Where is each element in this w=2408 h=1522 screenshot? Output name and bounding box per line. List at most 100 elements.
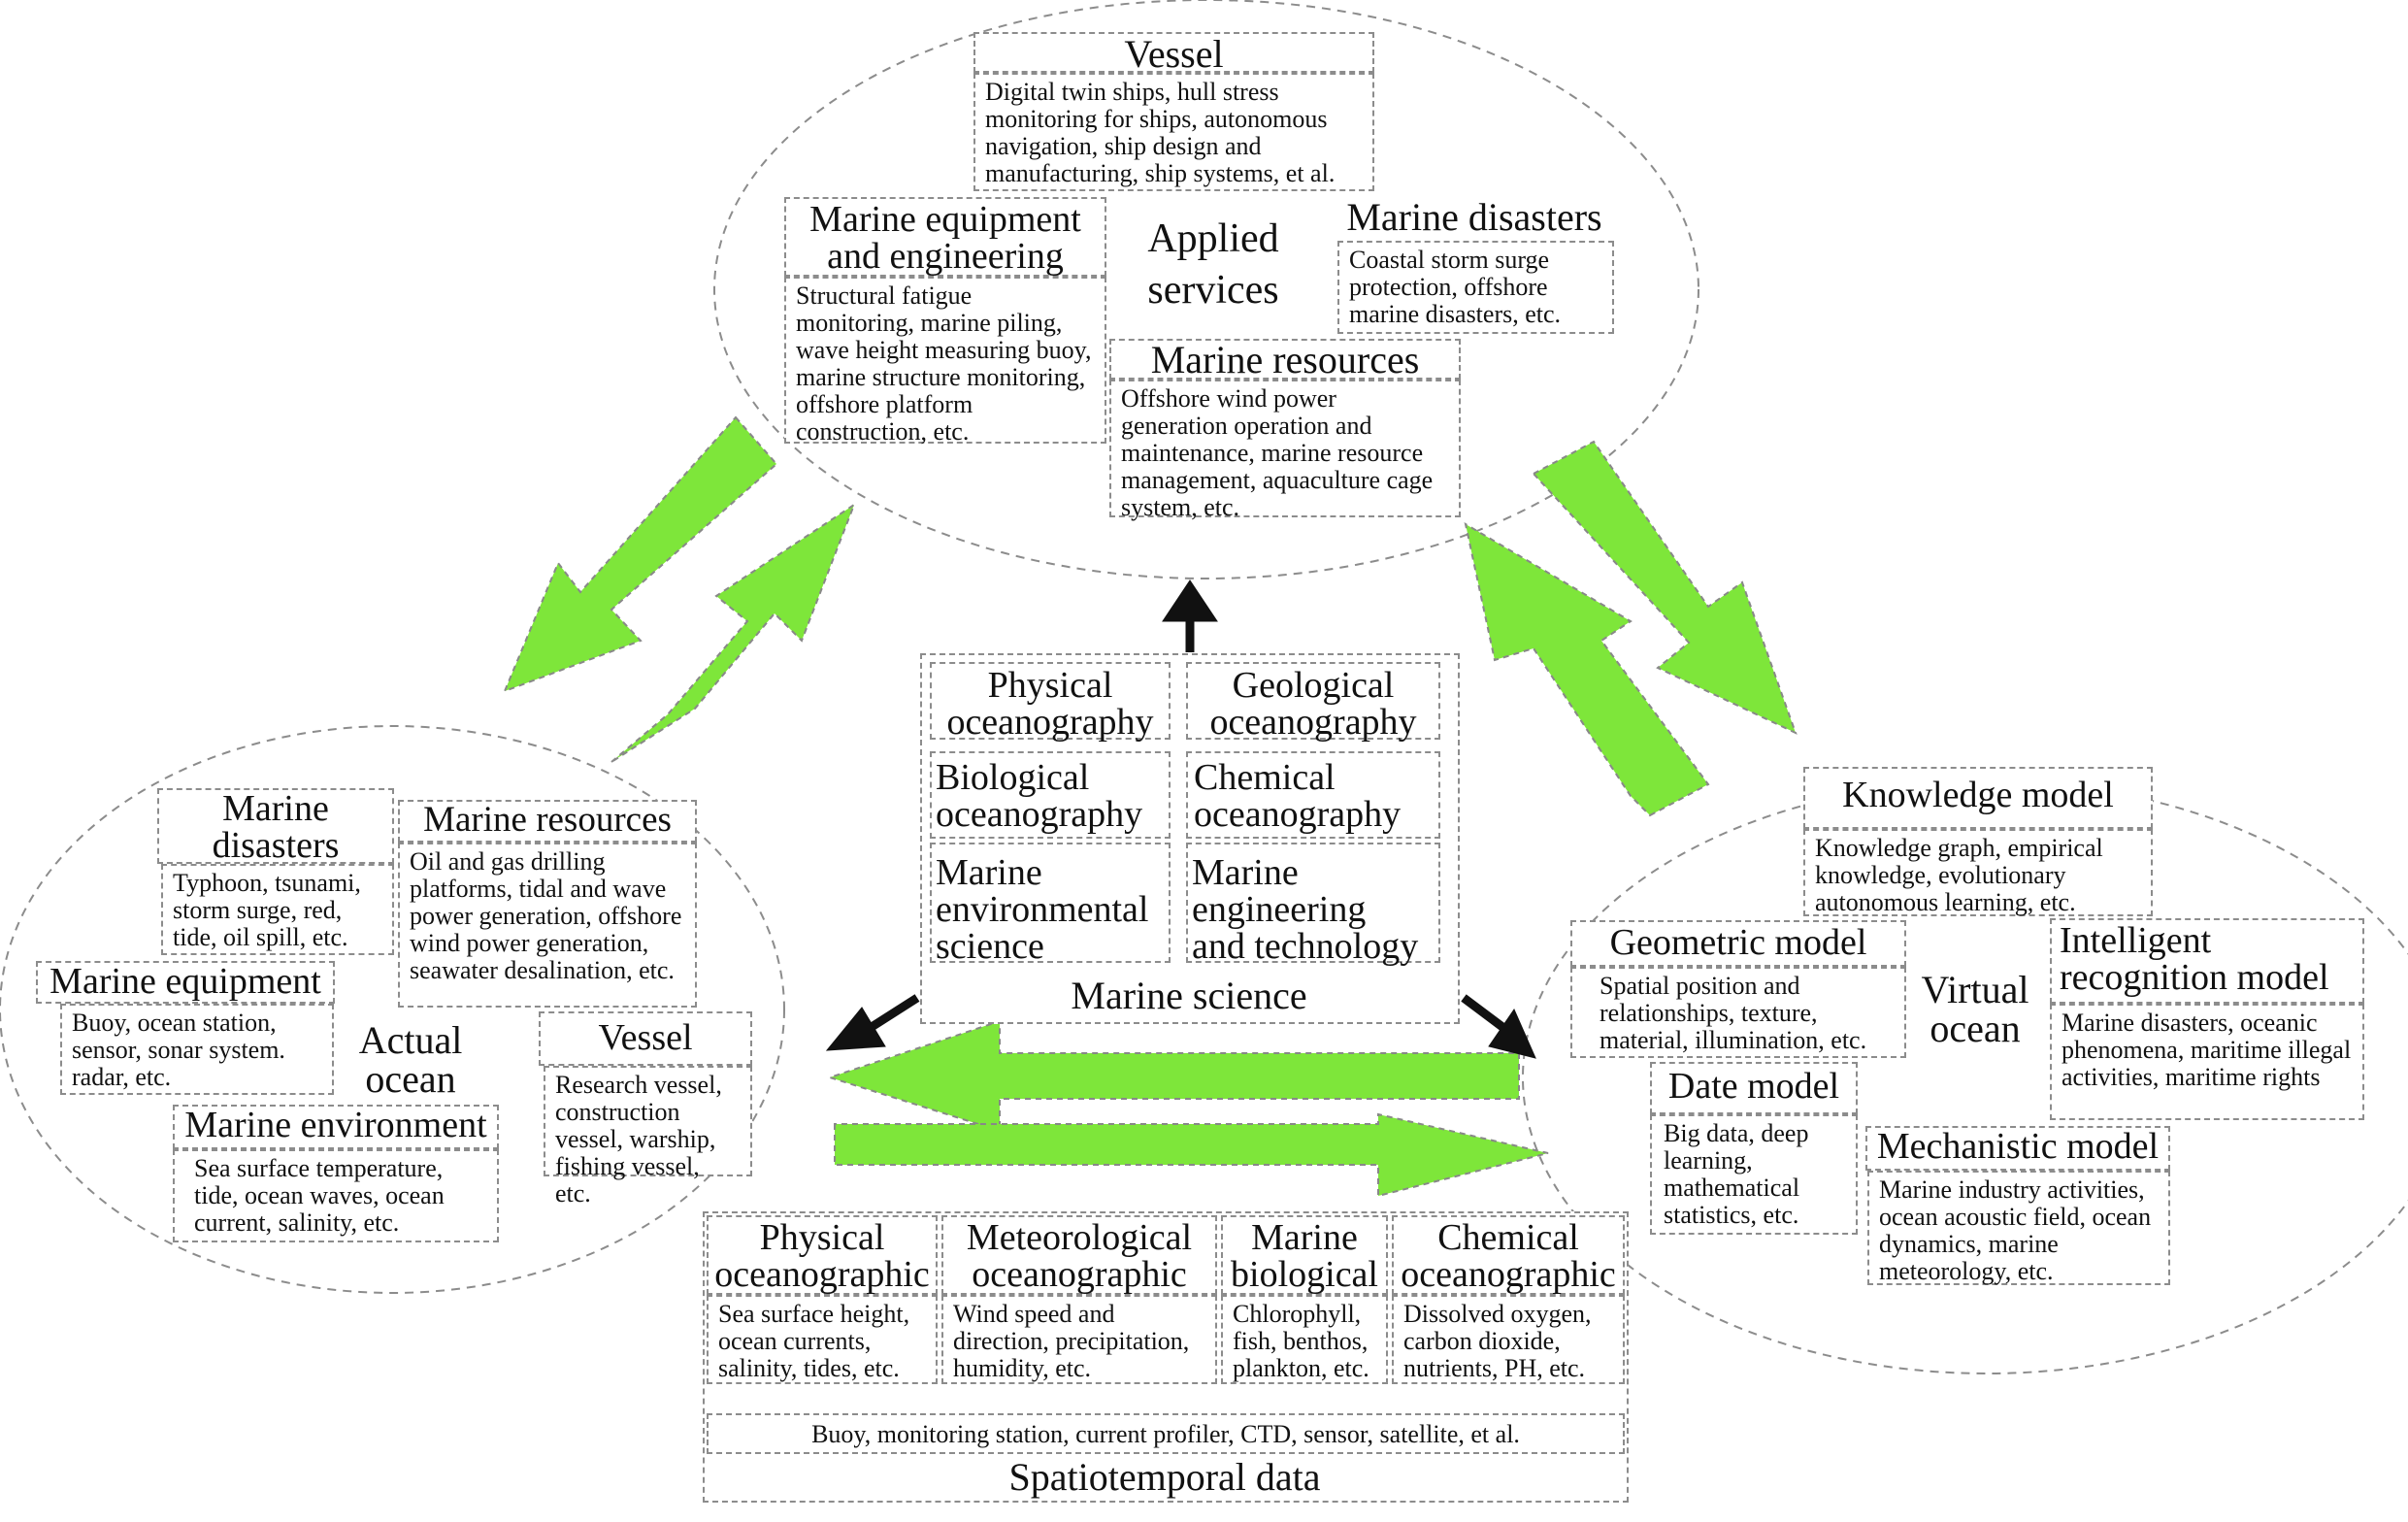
st-biological-title-box: Marine biological [1221,1215,1388,1295]
virtual-knowledge-text-box: Knowledge graph, empirical knowledge, ev… [1803,829,2153,916]
arrow-virtual-to-actual [826,1019,1520,1133]
arrow-applied-to-actual [503,415,778,693]
actual-equipment-title: Marine equipment [49,961,321,1002]
virtual-mechanistic-text-box: Marine industry activities, ocean acoust… [1867,1171,2170,1285]
st-biological-text-box: Chlorophyll, fish, benthos, plankton, et… [1221,1295,1388,1384]
st-chemical-text: Dissolved oxygen, carbon dioxide, nutrie… [1403,1300,1592,1383]
applied-disasters-title: Marine disasters [1346,195,1602,239]
st-physical-text-box: Sea surface height, ocean currents, sali… [707,1295,938,1384]
virtual-knowledge-title: Knowledge model [1842,775,2114,815]
st-meteorological-title-box: Meteorological oceanographic [941,1215,1217,1295]
applied-vessel-title: Vessel [1124,32,1224,76]
actual-disasters-text: Typhoon, tsunami, storm surge, red, tide… [173,869,361,952]
virtual-mechanistic-title: Mechanistic model [1876,1126,2160,1167]
science-physical: Physical oceanography [930,662,1171,743]
virtual-intelligent-title: Intelligent recognition model [2060,920,2329,998]
actual-disasters-text-box: Typhoon, tsunami, storm surge, red, tide… [161,864,394,955]
actual-equipment-text-box: Buoy, ocean station, sensor, sonar syste… [60,1004,334,1095]
applied-resources-text: Offshore wind power generation operation… [1121,384,1434,522]
st-chemical-text-box: Dissolved oxygen, carbon dioxide, nutrie… [1392,1295,1625,1384]
actual-resources-title-box: Marine resources [398,800,697,843]
virtual-intelligent-text-box: Marine disasters, oceanic phenomena, mar… [2050,1004,2364,1120]
actual-resources-text: Oil and gas drilling platforms, tidal an… [410,847,682,985]
arrow-actual-to-virtual [834,1112,1549,1198]
virtual-knowledge-text: Knowledge graph, empirical knowledge, ev… [1815,834,2103,917]
applied-equipment-title-box: Marine equipment and engineering [784,197,1106,277]
applied-vessel-text: Digital twin ships, hull stress monitori… [985,78,1336,188]
actual-vessel-text-box: Research vessel, construction vessel, wa… [544,1066,752,1208]
applied-disasters-text: Coastal storm surge protection, offshore… [1349,246,1562,329]
virtual-mechanistic-title-box: Mechanistic model [1865,1126,2170,1171]
marine-science-title: Marine science [1071,974,1307,1017]
virtual-intelligent-text: Marine disasters, oceanic phenomena, mar… [2062,1009,2352,1092]
st-chemical-title-box: Chemical oceanographic [1392,1215,1625,1295]
science-chemical: Chemical oceanography [1186,751,1440,839]
virtual-date-text-box: Big data, deep learning, mathematical st… [1650,1114,1858,1235]
actual-resources-title: Marine resources [423,800,672,840]
applied-resources-title-box: Marine resources [1109,339,1461,380]
science-physical-label: Physical oceanography [946,665,1154,743]
st-meteorological-text: Wind speed and direction, precipitation,… [953,1300,1190,1383]
virtual-ocean-label: Virtual ocean [1921,968,2029,1050]
applied-services-ellipse [713,0,1699,579]
applied-resources-text-box: Offshore wind power generation operation… [1109,380,1461,521]
arrow-science-left [869,994,920,1031]
virtual-geometric-title: Geometric model [1609,922,1867,963]
st-chemical-title: Chemical oceanographic [1401,1217,1616,1295]
arrow-science-right-head [1488,1008,1536,1059]
st-sources-text: Buoy, monitoring station, current profil… [811,1420,1520,1448]
virtual-date-title-box: Date model [1650,1062,1858,1114]
st-sources-box: Buoy, monitoring station, current profil… [707,1413,1625,1454]
virtual-mechanistic-text: Marine industry activities, ocean acoust… [1879,1175,2152,1286]
actual-ocean-label: Actual ocean [358,1018,463,1101]
st-meteorological-title: Meteorological oceanographic [966,1217,1193,1295]
actual-ocean-ellipse [0,725,785,1294]
virtual-knowledge-title-box: Knowledge model [1803,767,2153,829]
arrow-applied-to-virtual [1532,440,1798,735]
applied-disasters-text-box: Coastal storm surge protection, offshore… [1337,241,1614,334]
arrow-virtual-to-applied [1464,521,1710,817]
applied-disasters-title-box: Marine disasters [1335,198,1614,241]
science-biological-label: Biological oceanography [936,757,1143,835]
virtual-intelligent-title-box: Intelligent recognition model [2050,918,2364,1004]
virtual-date-text: Big data, deep learning, mathematical st… [1664,1119,1809,1230]
virtual-geometric-text-box: Spatial position and relationships, text… [1570,967,1906,1058]
st-meteorological-text-box: Wind speed and direction, precipitation,… [941,1295,1217,1384]
actual-environment-text: Sea surface temperature, tide, ocean wav… [194,1154,445,1238]
science-biological: Biological oceanography [930,751,1171,839]
virtual-geometric-title-box: Geometric model [1570,920,1906,967]
science-geological-label: Geological oceanography [1209,665,1417,743]
applied-vessel-title-box: Vessel [973,32,1374,76]
arrow-science-right [1461,994,1505,1031]
science-environmental-label: Marine environmental science [936,852,1149,967]
virtual-geometric-text: Spatial position and relationships, text… [1600,972,1867,1055]
actual-equipment-title-box: Marine equipment [36,961,335,1004]
actual-vessel-title: Vessel [598,1017,693,1058]
applied-resources-title: Marine resources [1150,338,1420,381]
arrow-actual-to-applied [610,502,857,763]
science-environmental: Marine environmental science [930,843,1171,967]
applied-equipment-text: Structural fatigue monitoring, marine pi… [796,281,1092,447]
actual-disasters-title-box: Marine disasters [157,788,394,864]
applied-vessel-text-box: Digital twin ships, hull stress monitori… [973,73,1374,191]
applied-equipment-text-box: Structural fatigue monitoring, marine pi… [784,277,1106,446]
spatiotemporal-title: Spatiotemporal data [1008,1455,1321,1499]
arrow-science-left-head [825,1007,886,1051]
science-geological: Geological oceanography [1186,662,1440,743]
applied-services-label: Applied services [1147,216,1279,313]
actual-disasters-title: Marine disasters [212,788,340,866]
actual-environment-title: Marine environment [184,1105,487,1145]
actual-vessel-text: Research vessel, construction vessel, wa… [555,1071,722,1208]
virtual-date-title: Date model [1667,1066,1840,1107]
arrow-science-up-head [1162,579,1218,622]
actual-environment-title-box: Marine environment [173,1105,499,1149]
actual-vessel-title-box: Vessel [539,1011,752,1066]
science-engineering-label: Marine engineering and technology [1192,852,1419,967]
science-engineering: Marine engineering and technology [1186,843,1440,967]
st-physical-title: Physical oceanographic [714,1217,930,1295]
st-physical-text: Sea surface height, ocean currents, sali… [718,1300,910,1383]
st-biological-title: Marine biological [1231,1217,1378,1295]
applied-equipment-title: Marine equipment and engineering [809,199,1081,277]
st-physical-title-box: Physical oceanographic [707,1215,938,1295]
